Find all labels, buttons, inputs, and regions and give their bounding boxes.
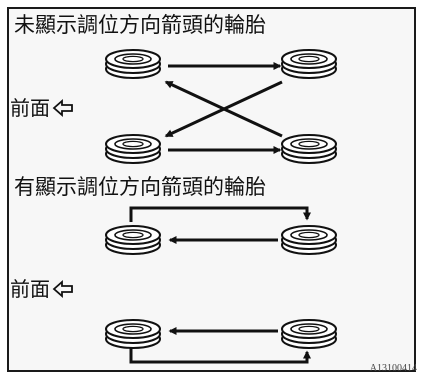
arrow-top-bracket-left-to-right bbox=[129, 206, 311, 222]
tire-icon-rear-right-1 bbox=[281, 134, 337, 164]
arrow-bottom-bracket-left-to-right bbox=[129, 348, 311, 364]
diagram-frame bbox=[7, 7, 416, 372]
figure-code: A13100414 bbox=[369, 363, 417, 374]
front-label-text-2: 前面 bbox=[10, 277, 50, 301]
front-label-2: 前面 bbox=[10, 279, 74, 299]
heading-directional-tires: 有顯示調位方向箭頭的輪胎 bbox=[14, 175, 266, 199]
hollow-left-arrow-icon bbox=[52, 280, 73, 298]
tire-icon-front-left-1 bbox=[105, 49, 161, 79]
tire-icon-right-2 bbox=[281, 225, 337, 255]
tire-icon-rear-left-1 bbox=[105, 134, 161, 164]
tire-icon-right-3 bbox=[281, 319, 337, 349]
hollow-left-arrow-icon bbox=[52, 99, 73, 117]
tire-icon-front-right-1 bbox=[281, 49, 337, 79]
tire-icon-left-2 bbox=[105, 225, 161, 255]
heading-unidirectional-tires: 未顯示調位方向箭頭的輪胎 bbox=[14, 13, 266, 37]
front-label-text-1: 前面 bbox=[10, 96, 50, 120]
arrow-rear-right-to-front-left bbox=[164, 80, 283, 138]
front-label-1: 前面 bbox=[10, 98, 74, 118]
tire-icon-left-3 bbox=[105, 319, 161, 349]
